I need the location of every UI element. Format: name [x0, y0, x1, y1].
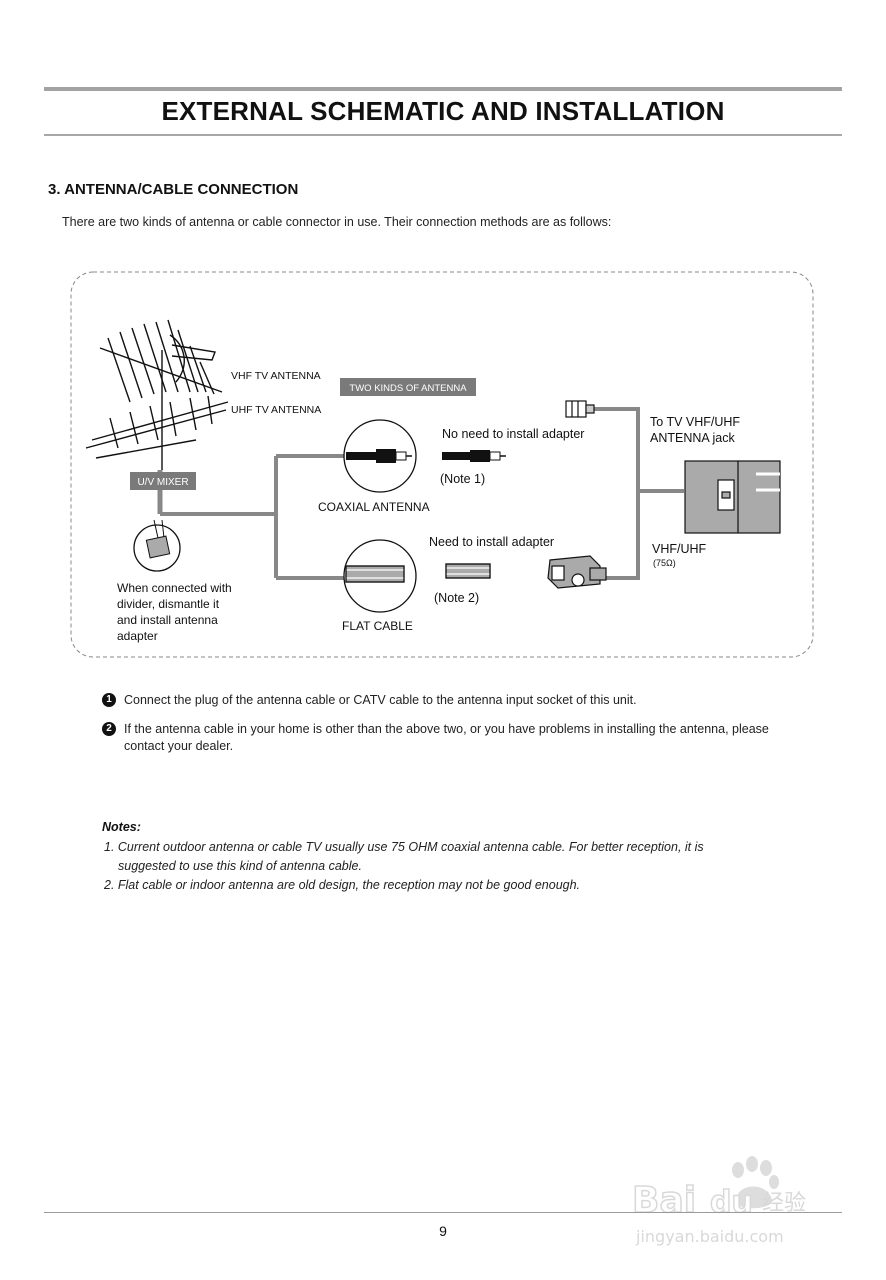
two-kinds-badge-text: TWO KINDS OF ANTENNA [349, 383, 467, 394]
bullet-text-2: If the antenna cable in your home is oth… [124, 722, 769, 753]
coaxial-plug-small-icon [442, 450, 506, 462]
vhf-antenna-label: VHF TV ANTENNA [231, 370, 321, 382]
divider-note-4: adapter [117, 629, 158, 643]
no-adapter-label: No need to install adapter [442, 427, 584, 441]
flat-cable-icon [345, 565, 405, 583]
mixer-badge [130, 472, 196, 490]
intro-text: There are two kinds of antenna or cable … [62, 215, 612, 229]
section-heading: 3. ANTENNA/CABLE CONNECTION [48, 181, 299, 198]
note-2-line-1: 2. Flat cable or indoor antenna are old … [104, 878, 581, 892]
top-rule [44, 87, 842, 91]
mixer-adapter-icon [145, 519, 171, 559]
to-tv-label-2: ANTENNA jack [650, 431, 735, 445]
page-title: EXTERNAL SCHEMATIC AND INSTALLATION [161, 96, 725, 126]
flat-cable-small-icon [445, 563, 491, 579]
note-1-line-1: 1. Current outdoor antenna or cable TV u… [104, 840, 704, 854]
to-tv-label-1: To TV VHF/UHF [650, 415, 740, 429]
svg-text:du: du [710, 1185, 753, 1220]
uhf-antenna-label: UHF TV ANTENNA [231, 404, 321, 416]
ohm-label: (75Ω) [653, 558, 676, 568]
antenna-icon [85, 319, 229, 470]
bullet-2: 2 If the antenna cable in your home is o… [102, 721, 804, 755]
svg-text:jingyan.baidu.com: jingyan.baidu.com [635, 1227, 784, 1246]
baidu-watermark-logo: Bai du 经验 jingyan.baidu.com [631, 1156, 806, 1246]
connection-lines [160, 407, 684, 580]
svg-text:Bai: Bai [632, 1180, 696, 1221]
notes-title: Notes: [102, 820, 141, 834]
note-1-line-2: suggested to use this kind of antenna ca… [118, 859, 362, 873]
bullet-text-1: Connect the plug of the antenna cable or… [124, 693, 637, 707]
divider-note-2: divider, dismantle it [117, 597, 220, 611]
bullet-1: 1 Connect the plug of the antenna cable … [102, 692, 804, 709]
divider-note-1: When connected with [117, 581, 232, 595]
balun-adapter-icon [547, 555, 607, 589]
two-kinds-badge [340, 378, 476, 396]
diagram-frame [70, 271, 814, 658]
coaxial-plug-icon [346, 449, 412, 463]
vhf-uhf-label: VHF/UHF [652, 542, 707, 556]
page-number: 9 [439, 1223, 447, 1239]
need-adapter-label: Need to install adapter [429, 535, 554, 549]
bullet-number-1: 1 [102, 693, 116, 707]
divider-note-3: and install antenna [117, 613, 218, 627]
note2-label: (Note 2) [434, 591, 479, 605]
mixer-badge-text: U/V MIXER [137, 477, 188, 488]
note1-label: (Note 1) [440, 472, 485, 486]
title-underline [44, 134, 842, 136]
bottom-rule [44, 1212, 842, 1213]
svg-text:经验: 经验 [762, 1191, 806, 1216]
f-connector-icon [565, 400, 595, 418]
flat-cable-label: FLAT CABLE [342, 619, 413, 633]
coaxial-label: COAXIAL ANTENNA [318, 500, 430, 514]
bullet-number-2: 2 [102, 722, 116, 736]
tv-jack-panel-icon [684, 460, 781, 534]
